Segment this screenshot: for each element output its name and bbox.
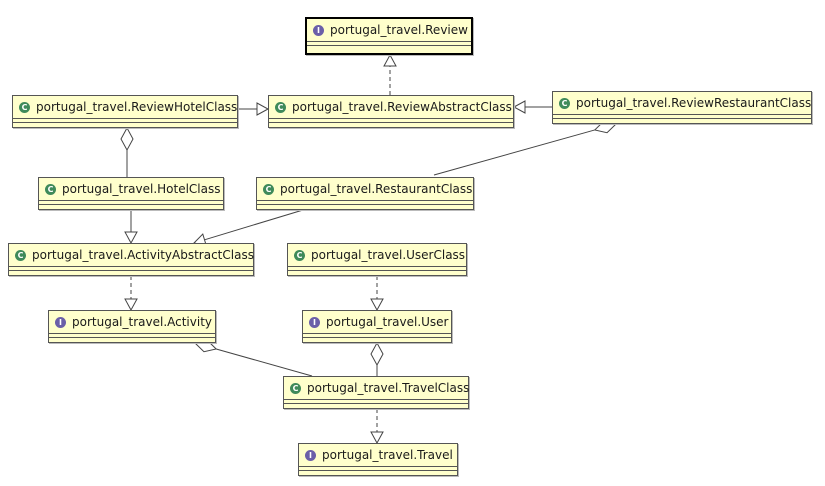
node-label: portugal_travel.Review [330, 23, 468, 37]
attributes-compartment [307, 41, 471, 45]
attributes-compartment [269, 118, 513, 122]
generalization-arrow-head [512, 100, 526, 114]
attributes-compartment [39, 200, 223, 204]
generalization-arrow-head [124, 231, 138, 245]
interface-icon: I [55, 316, 66, 328]
realization-arrow-head [124, 298, 138, 312]
attributes-compartment [299, 466, 457, 470]
class-icon: C [263, 183, 274, 195]
generalization-edge-line [204, 209, 304, 241]
class-icon: C [15, 249, 26, 261]
attributes-compartment [553, 114, 811, 118]
operations-compartment [269, 122, 513, 126]
node-label: portugal_travel.User [326, 315, 449, 329]
attributes-compartment [288, 266, 466, 270]
attributes-compartment [303, 333, 451, 337]
aggregation-edge-line [216, 348, 313, 377]
node-label: portugal_travel.UserClass [311, 248, 466, 262]
node-label: portugal_travel.Travel [322, 448, 453, 462]
node-label: portugal_travel.ReviewHotelClass [36, 100, 238, 114]
operations-compartment [284, 403, 468, 407]
class-icon: C [275, 101, 286, 113]
operations-compartment [307, 45, 471, 49]
node-label: portugal_travel.ReviewRestaurantClass [576, 96, 812, 110]
aggregation-edge-line [433, 129, 595, 176]
node-label: portugal_travel.RestaurantClass [280, 182, 473, 196]
attributes-compartment [284, 399, 468, 403]
operations-compartment [257, 204, 473, 208]
generalization-arrow-head [256, 102, 270, 116]
operations-compartment [299, 470, 457, 474]
interface-icon: I [309, 316, 320, 328]
operations-compartment [303, 337, 451, 341]
aggregation-diamond-head [370, 341, 384, 367]
attributes-compartment [257, 200, 473, 204]
operations-compartment [288, 270, 466, 274]
aggregation-diamond-head [120, 126, 134, 152]
node-label: portugal_travel.TravelClass [307, 381, 470, 395]
node-label: portugal_travel.ReviewAbstractClass [292, 100, 512, 114]
attributes-compartment [49, 333, 215, 337]
class-icon: C [559, 97, 570, 109]
operations-compartment [9, 270, 253, 274]
class-icon: C [19, 101, 30, 113]
node-label: portugal_travel.HotelClass [62, 182, 221, 196]
realization-arrow-head [370, 298, 384, 312]
node-label: portugal_travel.ActivityAbstractClass [32, 248, 254, 262]
class-icon: C [290, 382, 301, 394]
operations-compartment [553, 118, 811, 122]
operations-compartment [39, 204, 223, 208]
attributes-compartment [13, 118, 237, 122]
node-label: portugal_travel.Activity [72, 315, 213, 329]
interface-icon: I [313, 24, 324, 36]
class-icon: C [45, 183, 56, 195]
interface-icon: I [305, 449, 316, 461]
operations-compartment [13, 122, 237, 126]
realization-arrow-head [370, 431, 384, 445]
realization-arrow-head [383, 53, 397, 67]
operations-compartment [49, 337, 215, 341]
attributes-compartment [9, 266, 253, 270]
class-icon: C [294, 249, 305, 261]
